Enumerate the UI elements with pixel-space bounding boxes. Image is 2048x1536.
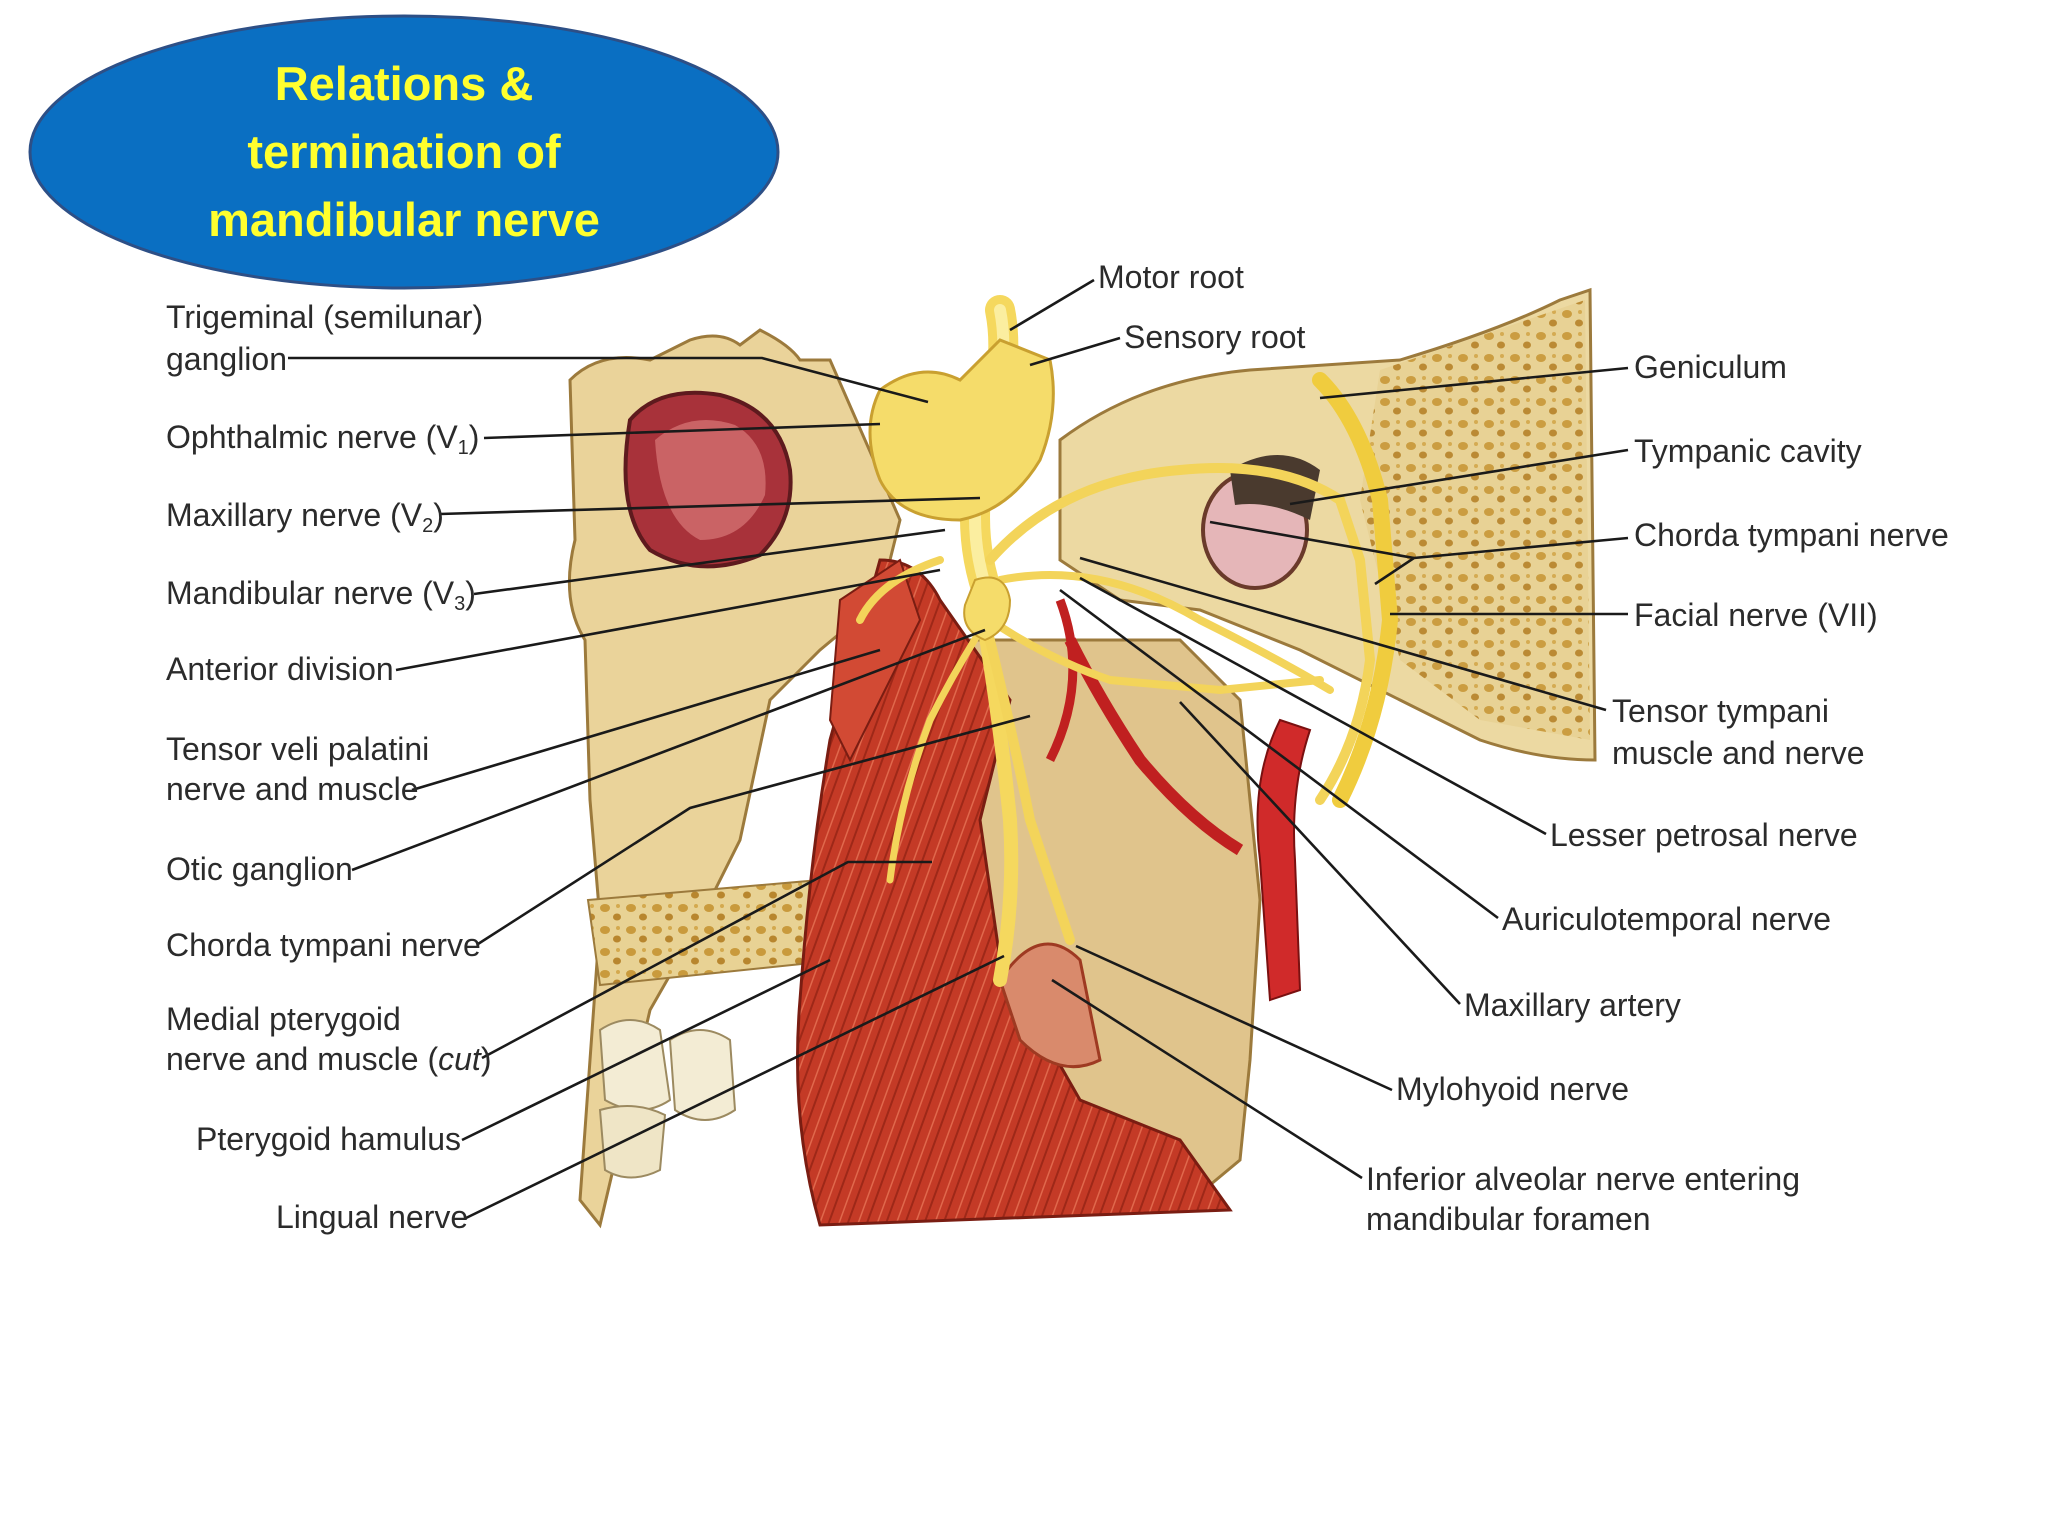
- label-geniculum: Geniculum: [1634, 349, 1787, 385]
- label-trigeminal-2: ganglion: [166, 341, 287, 377]
- lateral-pterygoid-muscle: [828, 558, 922, 763]
- labels-right: Geniculum Tympanic cavity Chorda tympani…: [1366, 349, 1949, 1237]
- label-inferior-alveolar-1: Inferior alveolar nerve entering: [1366, 1161, 1800, 1197]
- leader-motor-root: [1009, 278, 1095, 332]
- mastoid-air-cells: [1360, 300, 1590, 740]
- label-tensor-tympani-2: muscle and nerve: [1612, 735, 1865, 771]
- title-line-2: termination of: [247, 125, 561, 178]
- medial-pterygoid-muscle: [796, 558, 1233, 1227]
- label-facial-nerve: Facial nerve (VII): [1634, 597, 1878, 633]
- mandibular-canal-opening: [998, 942, 1102, 1069]
- leader-tympanic-cavity: [1289, 448, 1629, 506]
- label-sensory-root: Sensory root: [1124, 319, 1306, 355]
- leader-lingual: [465, 954, 1005, 1220]
- label-inferior-alveolar-2: mandibular foramen: [1366, 1201, 1651, 1237]
- leader-maxillary-artery: [1179, 701, 1461, 1005]
- label-medial-pterygoid-2: nerve and muscle (cut): [166, 1041, 491, 1077]
- label-motor-root: Motor root: [1098, 259, 1244, 295]
- label-trigeminal-1: Trigeminal (semilunar): [166, 299, 483, 335]
- leader-anterior-division: [395, 568, 941, 672]
- leader-maxillary: [439, 496, 981, 516]
- label-auriculotemporal: Auriculotemporal nerve: [1502, 901, 1831, 937]
- leader-geniculum: [1319, 366, 1629, 400]
- leader-medial-pterygoid: [481, 860, 932, 1060]
- title-ellipse: [28, 14, 780, 290]
- leader-inferior-alveolar: [1051, 978, 1363, 1180]
- label-mandibular: Mandibular nerve (V3): [166, 575, 476, 615]
- leader-trigeminal: [288, 356, 929, 404]
- leader-lesser-petrosal: [1079, 576, 1547, 836]
- label-anterior-division: Anterior division: [166, 651, 394, 687]
- label-medial-pterygoid-1: Medial pterygoid: [166, 1001, 401, 1037]
- leader-lines: [288, 278, 1629, 1220]
- label-maxillary-artery: Maxillary artery: [1464, 987, 1681, 1023]
- leader-mylohyoid: [1075, 944, 1393, 1092]
- leader-sensory-root: [1029, 336, 1121, 367]
- leader-tensor-veli: [411, 648, 881, 792]
- leader-otic: [351, 628, 986, 872]
- label-tensor-veli-1: Tensor veli palatini: [166, 731, 429, 767]
- labels-left: Trigeminal (semilunar) ganglion Ophthalm…: [166, 299, 491, 1235]
- label-tensor-veli-2: nerve and muscle: [166, 771, 419, 807]
- maxillary-artery-vessel: [1256, 718, 1312, 1002]
- label-tensor-tympani-1: Tensor tympani: [1612, 693, 1829, 729]
- molar-teeth: [598, 1019, 737, 1179]
- leader-hamulus: [461, 958, 831, 1142]
- leader-chorda-right-2: [1209, 520, 1415, 560]
- otic-ganglion: [963, 576, 1012, 642]
- leader-mandibular: [473, 528, 946, 596]
- leader-auriculotemporal: [1059, 588, 1499, 920]
- title-line-1: Relations &: [275, 57, 534, 110]
- leader-chorda-left: [477, 714, 1031, 946]
- leader-ophthalmic: [483, 422, 881, 440]
- anatomy-illustration: [567, 287, 1597, 1229]
- label-tympanic-cavity: Tympanic cavity: [1634, 433, 1862, 469]
- title-line-3: mandibular nerve: [208, 193, 600, 246]
- label-ophthalmic: Ophthalmic nerve (V1): [166, 419, 479, 459]
- label-otic-ganglion: Otic ganglion: [166, 851, 353, 887]
- title-banner: Relations & termination of mandibular ne…: [28, 14, 780, 290]
- trigeminal-ganglion: [868, 338, 1055, 522]
- label-maxillary: Maxillary nerve (V2): [166, 497, 444, 537]
- label-lesser-petrosal: Lesser petrosal nerve: [1550, 817, 1858, 853]
- label-chorda-left: Chorda tympani nerve: [166, 927, 481, 963]
- labels-top: Motor root Sensory root: [1098, 259, 1306, 355]
- label-mylohyoid: Mylohyoid nerve: [1396, 1071, 1629, 1107]
- label-pterygoid-hamulus: Pterygoid hamulus: [196, 1121, 461, 1157]
- leader-tensor-tympani: [1079, 556, 1607, 712]
- label-lingual-nerve: Lingual nerve: [276, 1199, 468, 1235]
- sinus-highlight: [655, 420, 766, 540]
- artery-branch-2: [1045, 598, 1078, 763]
- label-chorda-right: Chorda tympani nerve: [1634, 517, 1949, 553]
